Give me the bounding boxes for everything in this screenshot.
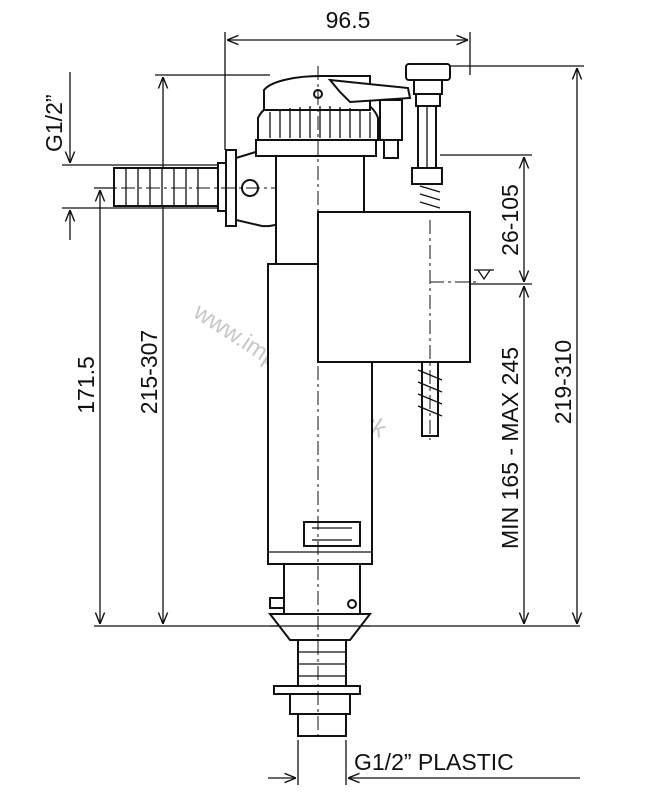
float-adjust-label: 26-105 (497, 184, 523, 256)
inlet-connector (96, 148, 300, 228)
outlet-thread-label: G1/2” PLASTIC (354, 749, 514, 775)
dimension-lines (70, 40, 580, 778)
overall-height-right-label: 219-310 (550, 340, 576, 424)
width-label: 96.5 (326, 7, 371, 33)
overall-height-left-label: 215-307 (136, 330, 162, 414)
inlet-thread-label: G1/2” (41, 94, 67, 152)
adjustment-rod (405, 63, 451, 209)
water-level-label: MIN 165 - MAX 245 (497, 347, 523, 549)
valve-body (267, 155, 471, 641)
center-lines (317, 66, 480, 740)
valve-head (255, 75, 412, 159)
inlet-height-label: 171.5 (73, 356, 99, 414)
outlet-connector (273, 639, 361, 737)
